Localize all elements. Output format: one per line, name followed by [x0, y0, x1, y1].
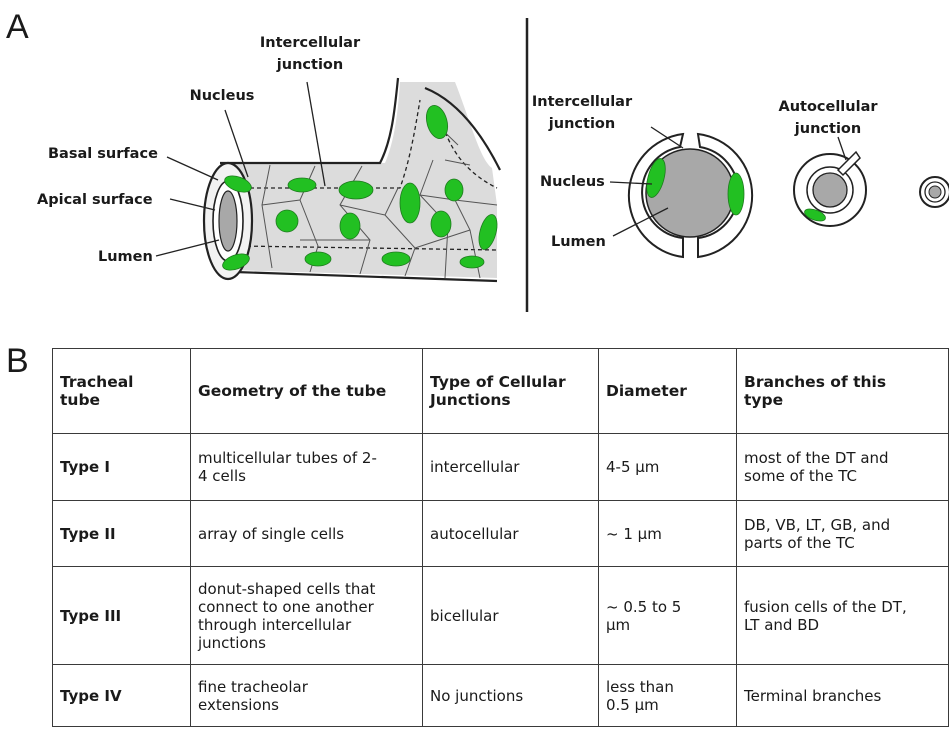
nucleus-marker: [460, 256, 484, 268]
nucleus-marker: [400, 183, 420, 223]
nucleus-marker: [445, 179, 463, 201]
nucleus-marker: [728, 173, 744, 215]
nucleus-marker: [340, 213, 360, 239]
nucleus-marker: [339, 181, 373, 199]
nucleus-marker: [431, 211, 451, 237]
cell-diameter: ~ 1 µm: [599, 501, 737, 567]
cell-geometry: multicellular tubes of 2-4 cells: [191, 434, 423, 501]
label-intercellular-junction: junction: [276, 57, 343, 73]
cell-tube-type: Type II: [53, 501, 191, 567]
panel-label-b: B: [6, 342, 29, 381]
label-apical-surface: Apical surface: [37, 192, 153, 208]
cross-lumen-small: [813, 173, 847, 207]
header-diameter: Diameter: [599, 349, 737, 434]
cell-branches: Terminal branches: [737, 665, 949, 727]
tube-lumen: [219, 191, 237, 251]
cell-tube-type: Type IV: [53, 665, 191, 727]
cell-tube-type: Type III: [53, 567, 191, 665]
label-cross-intercellular: junction: [548, 116, 615, 132]
donut-lumen: [929, 186, 941, 198]
nucleus-marker: [305, 252, 331, 266]
table-row: Type II array of single cells autocellul…: [53, 501, 949, 567]
nucleus-marker: [288, 178, 316, 192]
cell-branches: fusion cells of the DT,LT and BD: [737, 567, 949, 665]
tracheal-tube-diagram: Intercellular junction Nucleus Basal sur…: [0, 0, 949, 330]
label-lumen: Lumen: [98, 249, 153, 265]
cell-geometry: array of single cells: [191, 501, 423, 567]
cell-junctions: intercellular: [423, 434, 599, 501]
cell-junctions: autocellular: [423, 501, 599, 567]
label-cross-nucleus: Nucleus: [540, 174, 605, 190]
label-intercellular-junction: Intercellular: [260, 35, 361, 51]
label-nucleus: Nucleus: [190, 88, 255, 104]
cross-section-autocellular: [794, 152, 866, 226]
nucleus-marker: [382, 252, 410, 266]
cross-section-multicellular: [629, 134, 752, 257]
cell-diameter: 4-5 µm: [599, 434, 737, 501]
label-cross-lumen: Lumen: [551, 234, 606, 250]
label-cross-intercellular: Intercellular: [532, 94, 633, 110]
cell-junctions: bicellular: [423, 567, 599, 665]
table-row: Type I multicellular tubes of 2-4 cells …: [53, 434, 949, 501]
cross-section-small: [920, 177, 949, 207]
label-autocellular-junction: junction: [794, 121, 861, 137]
cell-junctions: No junctions: [423, 665, 599, 727]
header-geometry: Geometry of the tube: [191, 349, 423, 434]
label-autocellular-junction: Autocellular: [778, 99, 878, 115]
nucleus-marker: [276, 210, 298, 232]
cell-tube-type: Type I: [53, 434, 191, 501]
label-basal-surface: Basal surface: [48, 146, 158, 162]
